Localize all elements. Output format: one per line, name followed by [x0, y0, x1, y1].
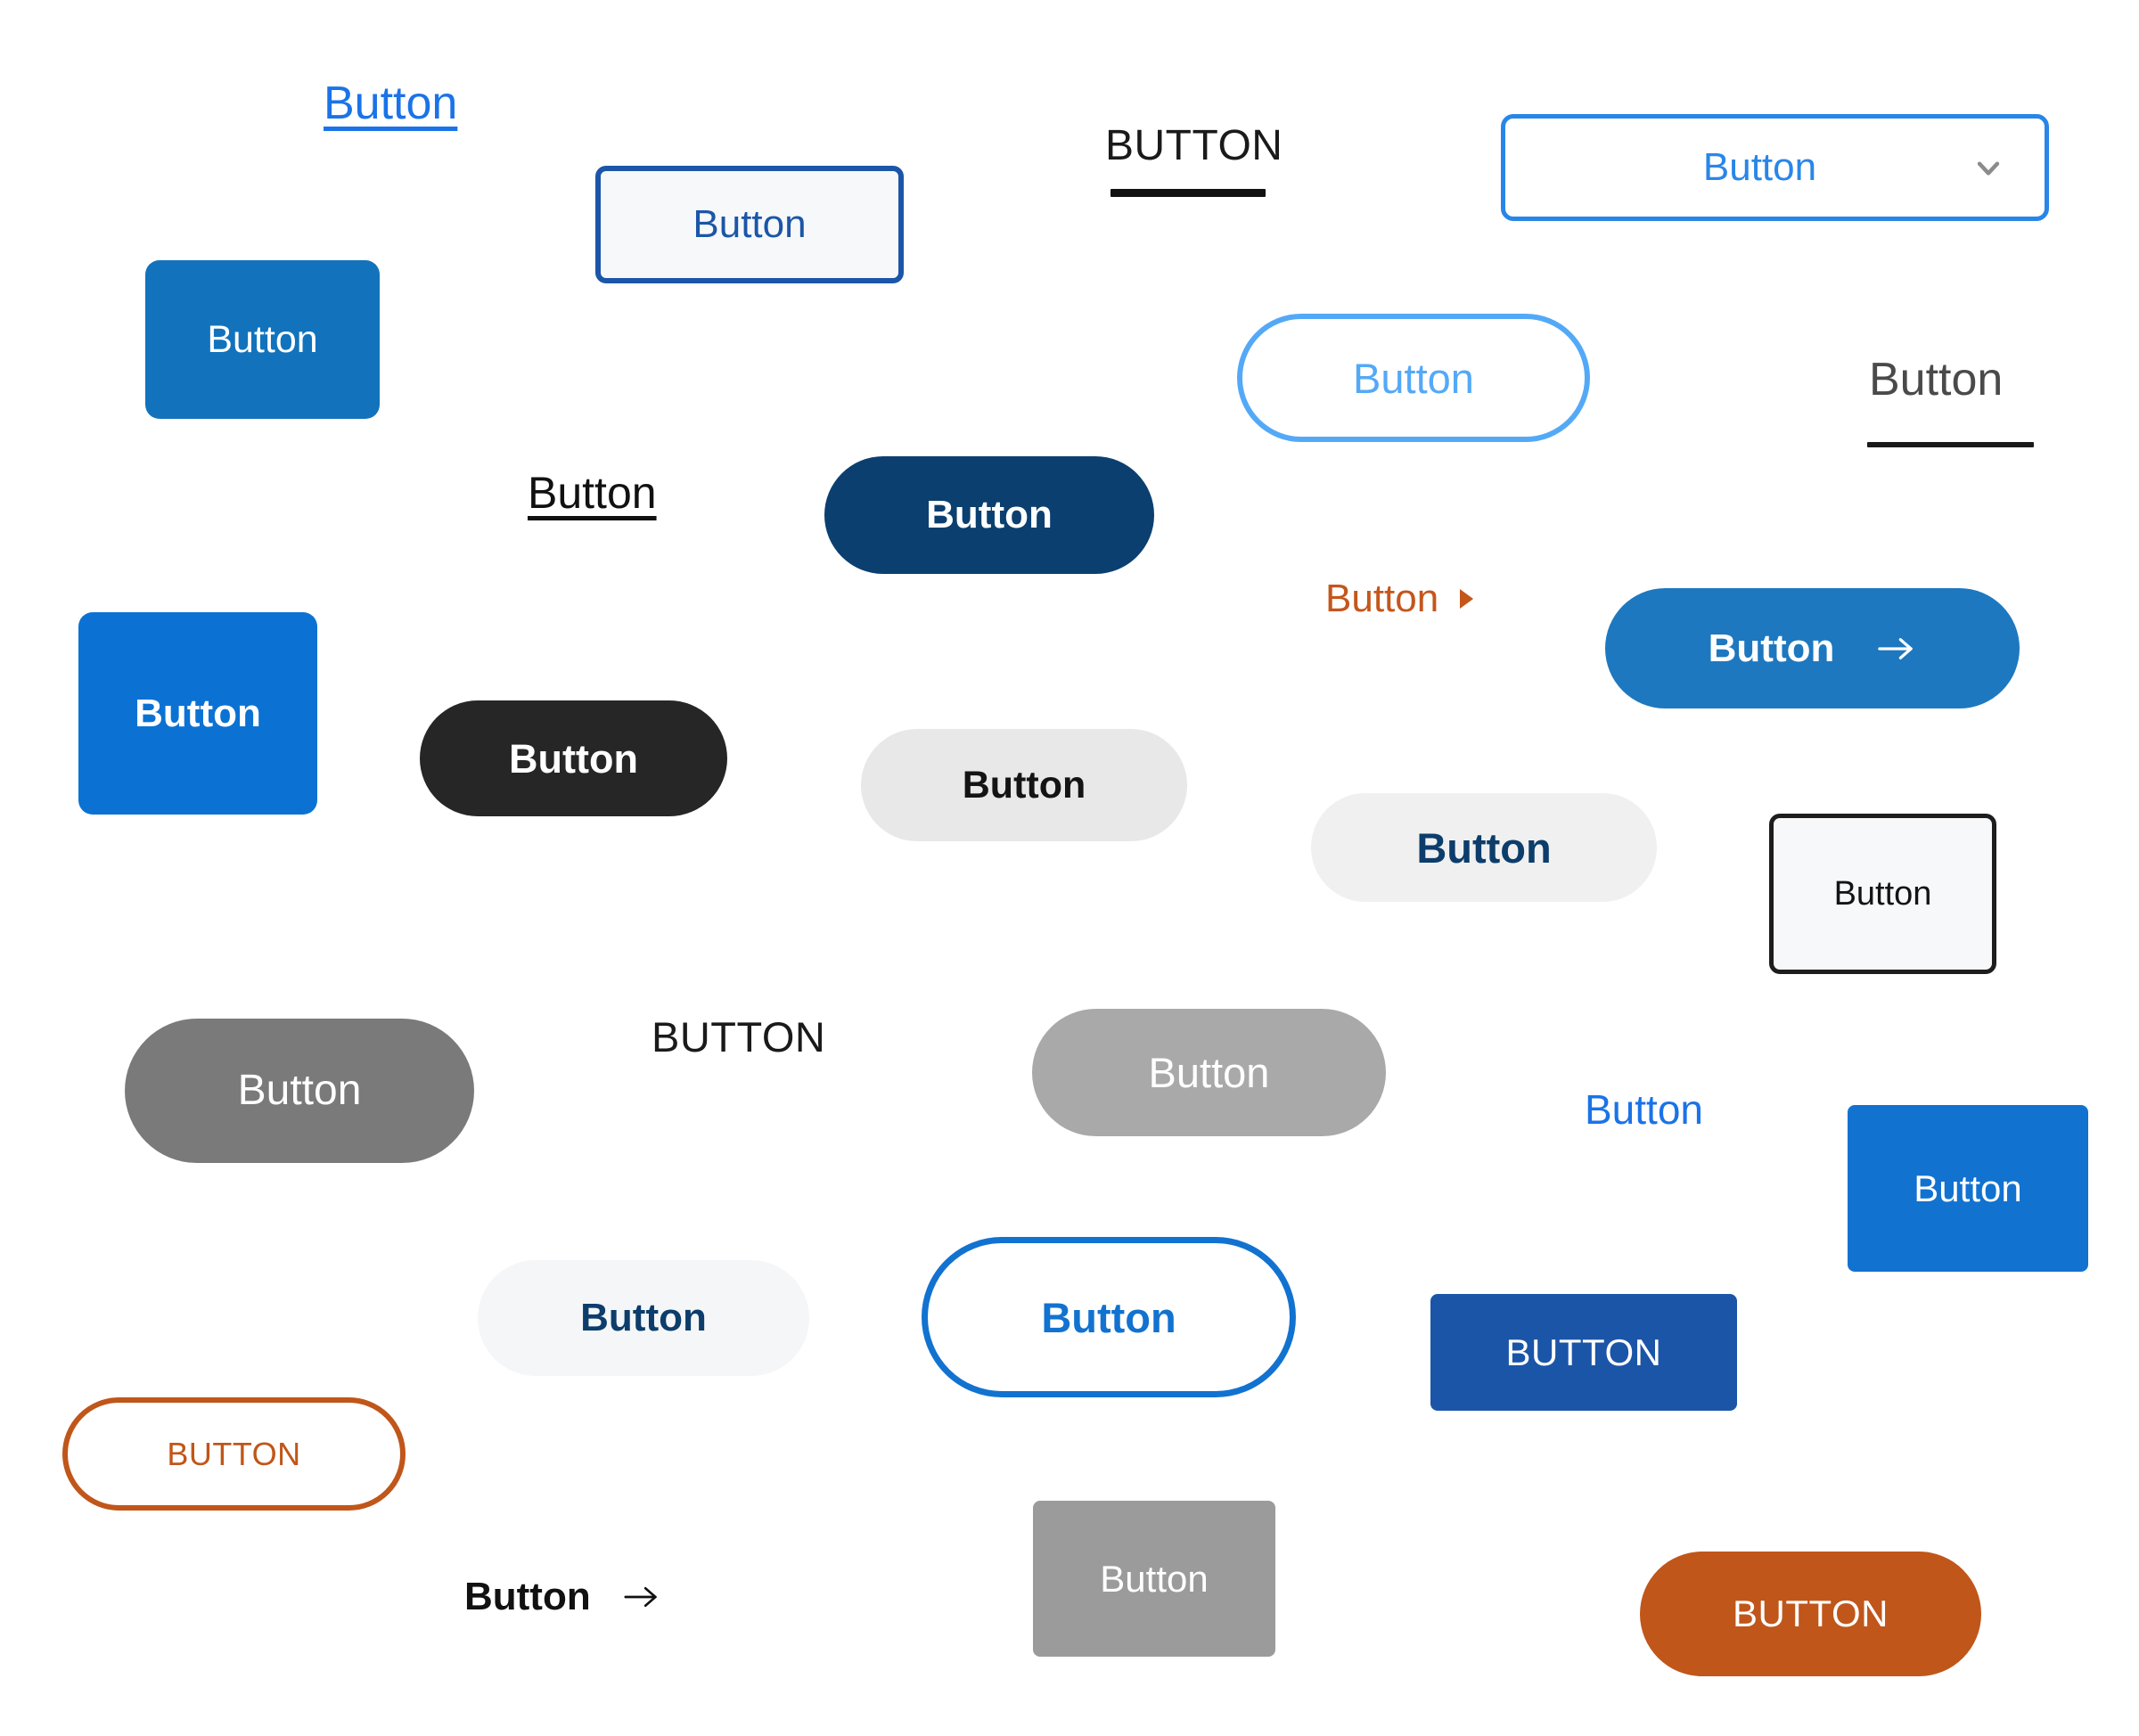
orange-outline-pill-button-label: BUTTON — [167, 1435, 301, 1472]
bright-blue-square-button[interactable]: Button — [78, 612, 317, 815]
mid-gray-solid-pill-button[interactable]: Button — [1032, 1009, 1386, 1136]
blue-plain-text-button-label: Button — [1585, 1086, 1703, 1133]
pale-gray-navy-pill-button[interactable]: Button — [1311, 793, 1657, 902]
blue-outline-pill-button-label: Button — [1041, 1293, 1176, 1341]
blue-pill-arrow-button[interactable]: Button — [1605, 588, 2020, 708]
black-underlined-text-button[interactable]: Button — [528, 471, 657, 515]
gray-text-ruled-button[interactable]: Button — [1867, 354, 2034, 447]
pale-gray-navy-pill-button-label: Button — [1416, 823, 1552, 872]
plain-uppercase-text-button-label: BUTTON — [652, 1013, 826, 1060]
royal-blue-uppercase-button-label: BUTTON — [1505, 1331, 1662, 1373]
black-outline-small-button[interactable]: Button — [1769, 814, 1996, 974]
sky-outline-pill-button-label: Button — [1353, 354, 1474, 402]
blue-rounded-square-button-label: Button — [1914, 1167, 2022, 1209]
caret-right-icon — [1460, 589, 1474, 609]
black-solid-pill-button-label: Button — [509, 735, 638, 782]
faint-gray-navy-pill-button[interactable]: Button — [478, 1260, 809, 1376]
blue-plain-text-button[interactable]: Button — [1585, 1089, 1703, 1130]
gray-text-rule — [1867, 442, 2034, 447]
bright-blue-square-button-label: Button — [135, 691, 261, 735]
dropdown-button-label: Button — [1702, 145, 1817, 189]
light-gray-pill-button[interactable]: Button — [861, 729, 1187, 841]
orange-text-caret-button-label: Button — [1325, 577, 1439, 620]
plain-uppercase-text-button[interactable]: BUTTON — [652, 1016, 825, 1058]
chevron-down-icon[interactable] — [1973, 152, 2004, 183]
orange-solid-pill-button[interactable]: BUTTON — [1640, 1552, 1981, 1676]
outlined-blue-rect-button-label: Button — [693, 202, 807, 246]
dropdown-button[interactable]: Button — [1501, 114, 2049, 221]
black-text-arrow-button[interactable]: Button — [464, 1577, 660, 1617]
black-text-arrow-button-label: Button — [464, 1575, 591, 1618]
solid-blue-square-button[interactable]: Button — [145, 260, 380, 419]
orange-solid-pill-button-label: BUTTON — [1733, 1593, 1889, 1634]
faint-gray-navy-pill-button-label: Button — [580, 1296, 707, 1339]
text-uppercase-ruled-button[interactable]: BUTTON — [1105, 122, 1283, 197]
text-uppercase-rule — [1110, 189, 1266, 197]
sky-outline-pill-button[interactable]: Button — [1237, 314, 1590, 442]
black-solid-pill-button[interactable]: Button — [420, 700, 727, 816]
black-outline-small-button-label: Button — [1833, 875, 1932, 913]
gray-text-ruled-button-label: Button — [1869, 354, 2004, 405]
gray-solid-pill-button-label: Button — [237, 1067, 362, 1114]
mid-gray-solid-pill-button-label: Button — [1148, 1049, 1270, 1096]
royal-blue-uppercase-button[interactable]: BUTTON — [1430, 1294, 1737, 1411]
text-uppercase-ruled-button-label: BUTTON — [1105, 122, 1283, 169]
navy-solid-pill-button-label: Button — [926, 493, 1053, 536]
light-gray-pill-button-label: Button — [962, 763, 1086, 807]
arrow-right-icon — [1877, 635, 1916, 662]
black-underlined-text-button-label: Button — [528, 468, 657, 518]
navy-solid-pill-button[interactable]: Button — [824, 456, 1154, 574]
link-button-underlined[interactable]: Button — [324, 80, 457, 127]
orange-text-caret-button[interactable]: Button — [1325, 577, 1474, 620]
gray-solid-square-button-label: Button — [1100, 1557, 1209, 1600]
blue-outline-pill-button[interactable]: Button — [922, 1237, 1296, 1397]
arrow-right-icon — [623, 1585, 660, 1609]
orange-outline-pill-button[interactable]: BUTTON — [62, 1397, 406, 1511]
gray-solid-pill-button[interactable]: Button — [125, 1019, 474, 1163]
blue-pill-arrow-button-label: Button — [1708, 626, 1835, 670]
outlined-blue-rect-button[interactable]: Button — [595, 166, 904, 283]
solid-blue-square-button-label: Button — [207, 317, 318, 361]
gray-solid-square-button[interactable]: Button — [1033, 1501, 1275, 1657]
link-button-underlined-label: Button — [324, 78, 458, 129]
blue-rounded-square-button[interactable]: Button — [1848, 1105, 2088, 1272]
